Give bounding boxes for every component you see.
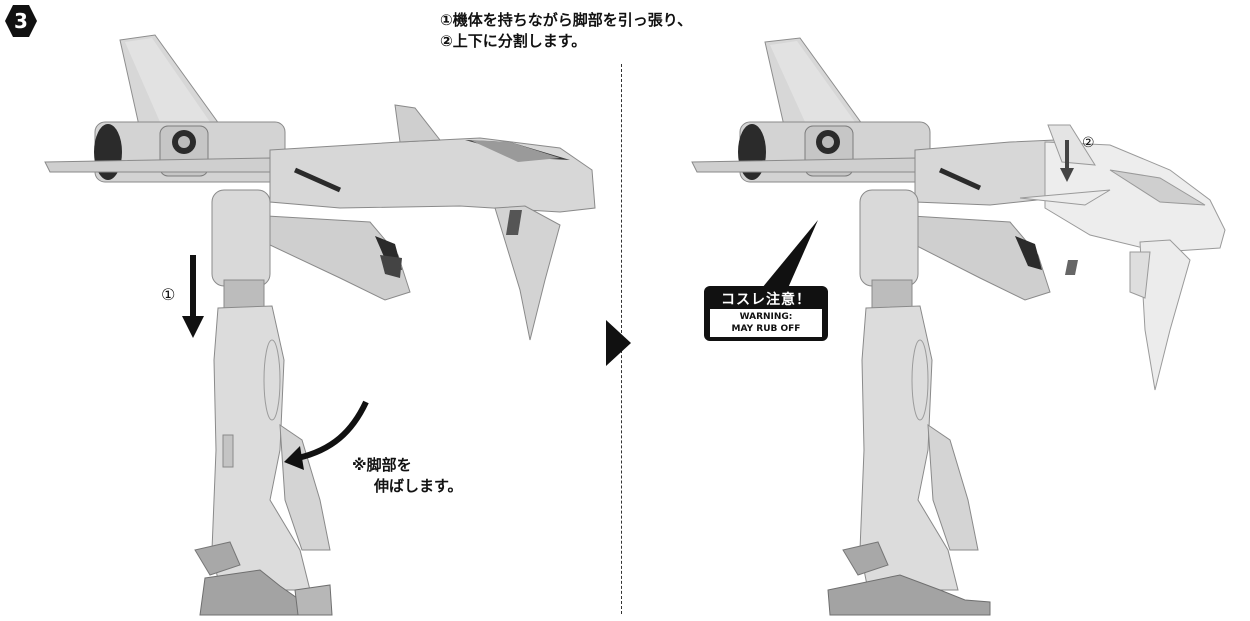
warning-line-2: MAY RUB OFF xyxy=(731,324,801,334)
leg-note: ※脚部を 伸ばします。 xyxy=(352,455,463,497)
warning-title: コスレ注意！ xyxy=(721,292,811,308)
main-fuselage xyxy=(269,137,596,213)
separate-arrow-icon xyxy=(1060,140,1074,182)
curved-arrow-icon xyxy=(284,400,369,470)
instruction-text: ①機体を持ちながら脚部を引っ張り、 ②上下に分割します。 xyxy=(440,10,692,52)
detached-nose-section xyxy=(1019,124,1226,391)
leg-note-line-1: ※脚部を xyxy=(352,456,412,474)
instruction-line-2: ②上下に分割します。 xyxy=(440,32,587,50)
rub-off-warning-label: コスレ注意！ WARNING: MAY RUB OFF xyxy=(704,286,828,341)
instruction-line-1: ①機体を持ちながら脚部を引っ張り、 xyxy=(440,11,693,29)
leg-note-line-2: 伸ばします。 xyxy=(374,477,463,495)
svg-text:3: 3 xyxy=(14,9,28,33)
next-step-arrow-icon xyxy=(604,320,632,366)
step-2-marker: ② xyxy=(1082,135,1095,151)
figure-before-separation xyxy=(40,30,620,617)
warning-box: WARNING: MAY RUB OFF xyxy=(710,309,822,337)
pull-down-arrow-icon xyxy=(182,255,204,338)
warning-line-1: WARNING: xyxy=(739,312,793,322)
figure-after-separation xyxy=(690,30,1250,617)
step-1-marker: ① xyxy=(161,285,176,304)
canopy xyxy=(470,140,560,162)
step-number-badge: 3 xyxy=(4,4,38,38)
wing xyxy=(249,214,411,301)
